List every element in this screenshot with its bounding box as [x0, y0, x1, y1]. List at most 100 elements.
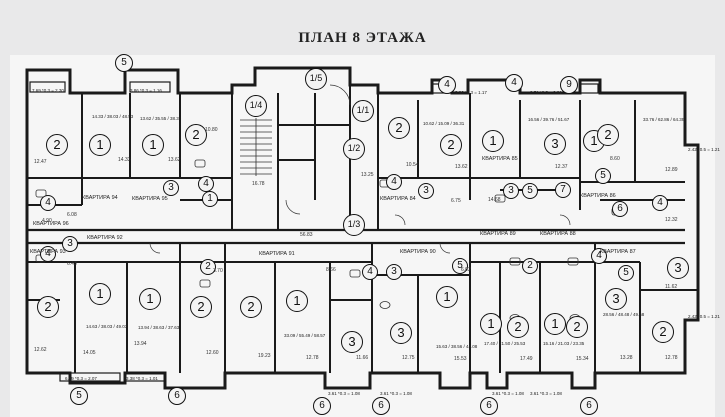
room-area: 12.89 — [665, 167, 678, 173]
room-number: 5 — [618, 265, 634, 281]
room-number: 1 — [480, 313, 502, 335]
room-number: 3 — [163, 180, 179, 196]
room-area: 8.60 — [610, 156, 620, 162]
apartment-label: КВАРТИРА 89 — [480, 231, 516, 237]
room-number: 3 — [386, 264, 402, 280]
axis-marker: 6 — [480, 397, 498, 415]
balcony-dimension: 7.69 *0.3 = 2.30 — [32, 88, 64, 93]
room-area: 14.05 — [83, 350, 96, 356]
room-number: 4 — [591, 248, 607, 264]
room-number: 3 — [667, 257, 689, 279]
apartment-label: КВАРТИРА 95 — [132, 196, 168, 202]
unit-summary: 14.33 / 38.03 / 48.53 — [92, 114, 134, 119]
room-number: 4 — [40, 246, 56, 262]
room-number: 2 — [190, 296, 212, 318]
room-number: 2 — [200, 259, 216, 275]
balcony-dimension: 2.71 *0.3 = 0.81 — [530, 90, 562, 95]
balcony-dimension: 2.42 *0.5 = 1.21 — [688, 314, 720, 319]
apartment-label: КВАРТИРА 85 — [482, 156, 518, 162]
room-number: 5 — [522, 183, 538, 199]
room-number: 1 — [286, 290, 308, 312]
apartment-label: КВАРТИРА 96 — [33, 221, 69, 227]
room-number: 1 — [544, 313, 566, 335]
room-number: 1 — [89, 283, 111, 305]
room-number: 1 — [482, 130, 504, 152]
axis-marker: 5 — [115, 54, 133, 72]
room-area: 13.94 — [134, 341, 147, 347]
room-area: 12.32 — [665, 217, 678, 223]
room-number: 1 — [142, 134, 164, 156]
room-number: 5 — [595, 168, 611, 184]
balcony-dimension: 3.86 *0.3 = 1.17 — [455, 90, 487, 95]
room-number: 3 — [341, 331, 363, 353]
section-marker: 1/5 — [305, 68, 327, 90]
room-area: 13.25 — [361, 172, 374, 178]
room-number: 3 — [503, 183, 519, 199]
room-area: 14.68 — [488, 197, 501, 203]
room-number: 2 — [388, 117, 410, 139]
room-number: 1 — [436, 286, 458, 308]
room-area: 12.47 — [34, 159, 47, 165]
room-number: 6 — [612, 201, 628, 217]
room-area: 13.62 — [455, 164, 468, 170]
room-number: 3 — [390, 322, 412, 344]
unit-summary: 33.76 / 62.86 / 64.39 — [643, 117, 685, 122]
balcony-dimension: 3.86 *0.3 = 1.16 — [130, 88, 162, 93]
plan-title: ПЛАН 8 ЭТАЖА — [298, 30, 427, 46]
apartment-label: КВАРТИРА 92 — [87, 235, 123, 241]
apartment-label: КВАРТИРА 87 — [600, 249, 636, 255]
balcony-dimension: 2.42 *0.5 = 1.21 — [688, 147, 720, 152]
apartment-label: КВАРТИРА 91 — [259, 251, 295, 257]
room-number: 5 — [452, 258, 468, 274]
axis-marker: 4 — [438, 76, 456, 94]
balcony-dimension: 3.38 *0.3 = 1.01 — [126, 376, 158, 381]
axis-marker: 6 — [372, 397, 390, 415]
balcony-dimension: 3.61 *0.3 = 1.08 — [492, 391, 524, 396]
axis-marker: 6 — [580, 397, 598, 415]
room-area: 4.90 — [42, 218, 52, 224]
axis-marker: 6 — [168, 387, 186, 405]
room-number: 1 — [139, 288, 161, 310]
room-number: 2 — [522, 258, 538, 274]
room-number: 3 — [605, 288, 627, 310]
room-area: 13.28 — [620, 355, 633, 361]
room-number: 2 — [507, 316, 529, 338]
room-area: 6.08 — [67, 212, 77, 218]
unit-summary: 17.40 / 21.50 / 25.53 — [484, 341, 526, 346]
room-area: 10.54 — [406, 162, 419, 168]
section-marker: 1/4 — [245, 95, 267, 117]
room-area: 6.43 — [67, 261, 77, 267]
room-area: 3.70 — [213, 268, 223, 274]
unit-summary: 33.09 / 55.49 / 58.57 — [284, 333, 326, 338]
apartment-label: КВАРТИРА 86 — [580, 193, 616, 199]
room-area: 11.62 — [665, 284, 678, 290]
room-area: 13.62 — [168, 157, 181, 163]
unit-summary: 13.62 / 35.55 / 38.35 — [140, 116, 182, 121]
room-area: 12.78 — [665, 355, 678, 361]
axis-marker: 9 — [560, 76, 578, 94]
room-area: 14.33 — [118, 157, 131, 163]
room-area: 15.34 — [576, 356, 589, 362]
room-number: 3 — [418, 183, 434, 199]
room-area: 10.80 — [205, 127, 218, 133]
room-area: 12.62 — [34, 347, 47, 353]
room-area: 16.78 — [252, 181, 265, 187]
room-number: 2 — [46, 134, 68, 156]
axis-marker: 6 — [313, 397, 331, 415]
room-number: 7 — [555, 182, 571, 198]
room-number: 1 — [89, 134, 111, 156]
room-number: 2 — [566, 316, 588, 338]
section-marker: 1/1 — [352, 100, 374, 122]
room-number: 4 — [362, 264, 378, 280]
room-number: 1 — [202, 191, 218, 207]
room-number: 4 — [652, 195, 668, 211]
room-number: 3 — [62, 236, 78, 252]
room-area: 11.66 — [356, 355, 369, 361]
balcony-dimension: 3.61 *0.3 = 1.08 — [530, 391, 562, 396]
room-number: 2 — [185, 124, 207, 146]
balcony-dimension: 3.61 *0.3 = 1.08 — [328, 391, 360, 396]
unit-summary: 13.94 / 38.63 / 37.63 — [138, 325, 180, 330]
axis-marker: 5 — [70, 387, 88, 405]
room-area: 12.37 — [555, 164, 568, 170]
room-area: 12.78 — [306, 355, 319, 361]
